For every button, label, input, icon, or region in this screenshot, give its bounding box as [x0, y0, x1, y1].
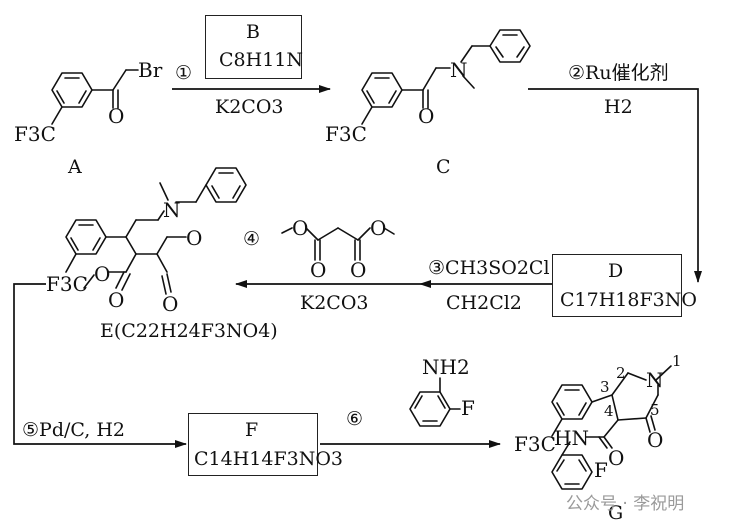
g-position-5: 5 — [650, 401, 660, 419]
compound-b-formula: C8H11N — [219, 49, 303, 71]
malonate-oxygen-2: O — [370, 216, 387, 240]
structure-a — [51, 69, 139, 125]
structure-g — [551, 365, 672, 490]
malonate-oxygen-1: O — [292, 216, 309, 240]
g-oxygen-amide: O — [608, 446, 625, 470]
g-fluorine: F — [594, 458, 608, 482]
g-position-3: 3 — [600, 378, 610, 396]
aniline-fluorine: F — [461, 396, 475, 420]
aniline-amine: NH2 — [422, 355, 470, 379]
step-2-catalyst: ②Ru催化剂 — [568, 62, 669, 84]
c-oxygen: O — [418, 104, 435, 128]
step-6-number: ⑥ — [346, 408, 364, 430]
e-oxygen-4: O — [108, 288, 125, 312]
e-oxygen-1: O — [186, 226, 203, 250]
compound-d-formula: C17H18F3NO — [560, 289, 697, 311]
step-3-solvent: CH2Cl2 — [446, 292, 522, 314]
g-position-2: 2 — [616, 364, 626, 382]
a-oxygen: O — [108, 104, 125, 128]
compound-f-formula: C14H14F3NO3 — [194, 448, 344, 470]
compound-b-label: B — [246, 21, 260, 43]
c-cf3: F3C — [325, 122, 367, 146]
structure-malonate — [281, 227, 395, 261]
arrow-step-2 — [528, 88, 702, 283]
g-cf3: F3C — [514, 432, 556, 456]
e-oxygen-2: O — [162, 292, 179, 316]
malonate-oxygen-4: O — [350, 258, 367, 282]
compound-c-label: C — [436, 156, 451, 178]
compound-f-box — [188, 413, 318, 476]
g-oxygen-ring: O — [647, 428, 664, 452]
g-amide-nh: HN — [554, 426, 589, 450]
step-2-reagent: H2 — [604, 96, 633, 118]
malonate-oxygen-3: O — [310, 258, 327, 282]
structure-c — [361, 29, 531, 125]
structure-e — [65, 167, 247, 295]
e-cf3: F3C — [46, 272, 88, 296]
step-4-number: ④ — [243, 228, 261, 250]
compound-a-label: A — [68, 156, 82, 178]
step-3-reagent: ③CH3SO2Cl — [428, 257, 550, 279]
step-1-reagent: K2CO3 — [215, 96, 284, 118]
step-1-number: ① — [175, 62, 193, 84]
compound-d-label: D — [608, 260, 624, 282]
g-nitrogen: N — [646, 368, 664, 392]
watermark: 公众号 · 李祝明 — [566, 494, 685, 514]
a-cf3: F3C — [14, 122, 56, 146]
e-nitrogen: N — [163, 198, 181, 222]
a-bromo: Br — [138, 58, 163, 82]
compound-b-box — [205, 15, 302, 79]
compound-d-box — [552, 254, 682, 317]
arrow-step-5 — [13, 283, 187, 448]
step-5-reagent: ⑤Pd/C, H2 — [22, 419, 125, 441]
compound-g-label: G — [608, 502, 624, 524]
compound-e-label: E(C22H24F3NO4) — [100, 320, 278, 342]
compound-f-label: F — [245, 419, 259, 441]
g-position-1: 1 — [672, 352, 682, 370]
step-4-reagent: K2CO3 — [300, 292, 369, 314]
g-position-4: 4 — [604, 402, 614, 420]
structure-aniline — [409, 377, 461, 427]
c-nitrogen: N — [450, 58, 468, 82]
e-oxygen-3: O — [94, 262, 111, 286]
